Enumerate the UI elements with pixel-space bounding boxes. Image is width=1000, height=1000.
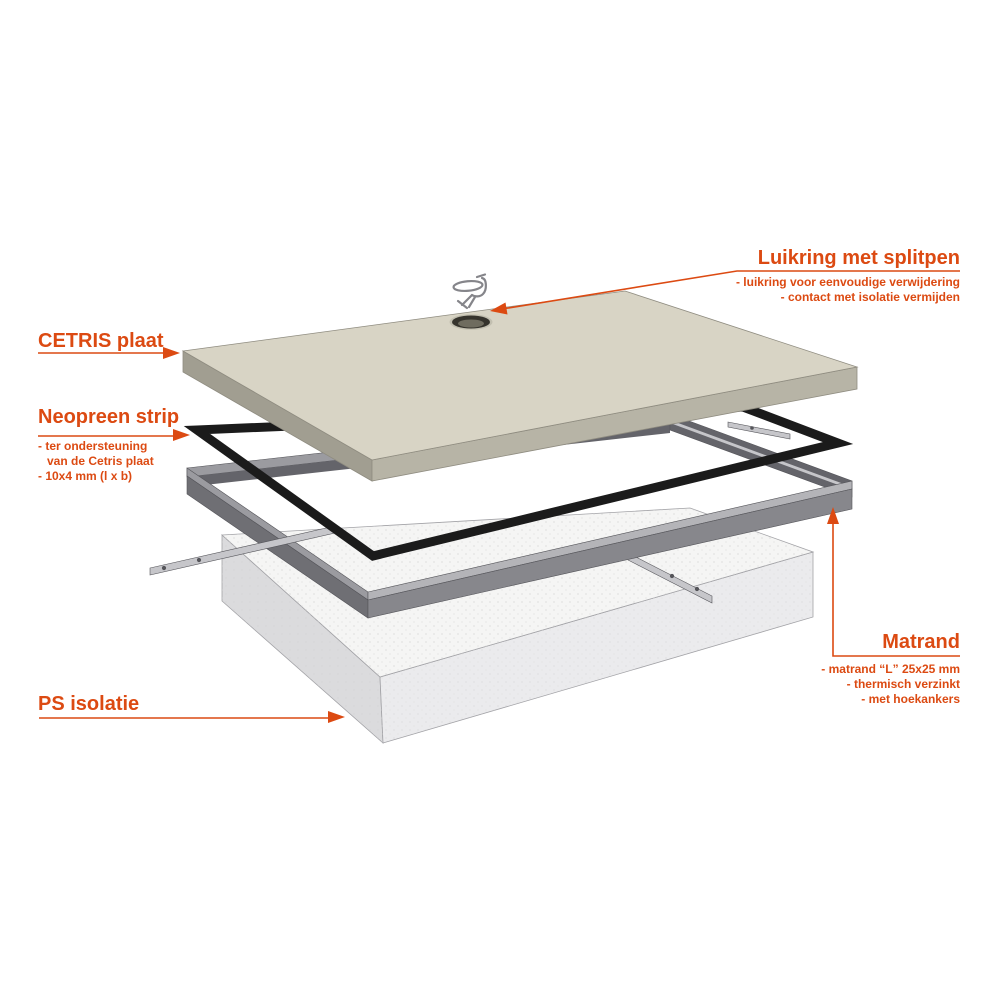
anchor-hole bbox=[669, 573, 675, 579]
cetris-top-face bbox=[181, 290, 859, 461]
annotation-matrand: Matrand - matrand “L” 25x25 mm - thermis… bbox=[821, 631, 960, 707]
annotation-line: - 10x4 mm (l x b) bbox=[38, 469, 133, 483]
cetris-plate bbox=[181, 290, 859, 482]
anchor-hole bbox=[161, 565, 167, 571]
anchor-hole bbox=[694, 586, 700, 592]
annotation-line: - matrand “L” 25x25 mm bbox=[821, 662, 960, 676]
ps-arrowhead bbox=[328, 711, 345, 723]
ps-isolation-block bbox=[221, 507, 815, 744]
ps-block-left-texture bbox=[222, 535, 383, 743]
neopreen-arrowhead bbox=[173, 429, 190, 441]
matrand-far-right-stripe bbox=[670, 420, 852, 490]
ring-icon bbox=[452, 279, 484, 293]
annotation-line: van de Cetris plaat bbox=[47, 454, 154, 468]
far-anchor-bar bbox=[727, 421, 791, 440]
annotation-line: - ter ondersteuning bbox=[38, 439, 148, 453]
ps-block-right-texture bbox=[380, 552, 813, 743]
luikring-arrowhead bbox=[490, 302, 508, 315]
luikring-glyph bbox=[452, 273, 487, 310]
annotation-title: Matrand bbox=[882, 631, 960, 653]
matrand-near-right-face bbox=[367, 488, 853, 619]
annotation-line: - met hoekankers bbox=[861, 692, 960, 706]
annotation-line: - contact met isolatie vermijden bbox=[780, 290, 960, 304]
annotation-title: CETRIS plaat bbox=[38, 330, 164, 352]
annotation-title: Luikring met splitpen bbox=[757, 247, 960, 269]
splitpen-leg bbox=[456, 299, 469, 310]
anchor-hole bbox=[750, 426, 754, 430]
annotation-line: - thermisch verzinkt bbox=[846, 677, 960, 691]
annotation-title: Neopreen strip bbox=[38, 406, 180, 428]
annotation-line: - luikring voor eenvoudige verwijdering bbox=[735, 275, 960, 289]
matrand-leader bbox=[832, 522, 960, 657]
matrand-arrowhead bbox=[827, 507, 839, 524]
annotation-title: PS isolatie bbox=[38, 693, 140, 715]
plate-hole-inner bbox=[458, 319, 484, 328]
splitpen-leg bbox=[467, 295, 477, 309]
leader-arrowheads bbox=[163, 302, 839, 723]
luikring-leader bbox=[504, 270, 960, 310]
anchor-hole bbox=[196, 557, 202, 563]
splitpen-flag bbox=[475, 273, 487, 279]
annotation-neopreen: Neopreen strip - ter ondersteuning van d… bbox=[38, 406, 179, 484]
annotation-ps: PS isolatie bbox=[38, 693, 139, 715]
leader-lines bbox=[38, 270, 960, 719]
cetris-arrowhead bbox=[163, 347, 180, 359]
annotation-cetris: CETRIS plaat bbox=[38, 330, 164, 352]
annotation-luikring: Luikring met splitpen - luikring voor ee… bbox=[736, 247, 960, 305]
splitpen-leg bbox=[460, 293, 474, 307]
